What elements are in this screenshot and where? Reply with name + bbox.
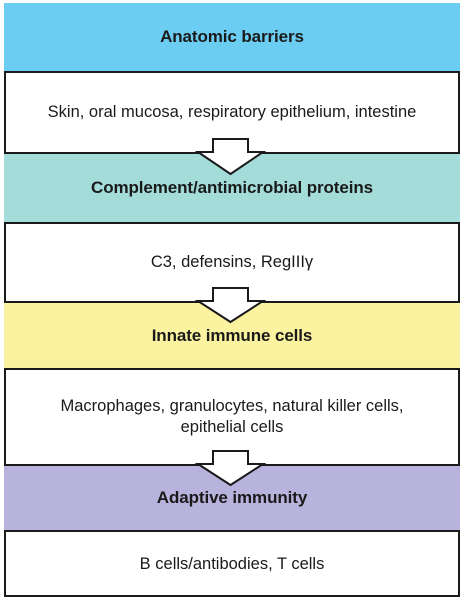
stage-examples: Macrophages, granulocytes, natural kille… — [60, 397, 404, 436]
down-arrow-icon — [194, 138, 267, 176]
stage-examples: C3, defensins, RegIIIγ — [150, 253, 314, 271]
stage-body-innate-immune-cells: Macrophages, granulocytes, natural kille… — [4, 370, 460, 464]
stage-title: Adaptive immunity — [156, 488, 308, 507]
down-arrow-icon — [194, 450, 267, 487]
stage-examples: B cells/antibodies, T cells — [139, 555, 325, 573]
stage-title: Innate immune cells — [151, 325, 313, 345]
stage-header-anatomic-barriers: Anatomic barriers — [4, 3, 460, 73]
stage-title: Complement/antimicrobial proteins — [91, 178, 373, 197]
stage-body-anatomic-barriers: Skin, oral mucosa, respiratory epitheliu… — [4, 73, 460, 152]
down-arrow-icon — [194, 287, 267, 324]
stage-body-adaptive-immunity: B cells/antibodies, T cells — [4, 532, 460, 597]
stage-body-complement-proteins: C3, defensins, RegIIIγ — [4, 224, 460, 301]
stage-examples: Skin, oral mucosa, respiratory epitheliu… — [47, 103, 417, 121]
stage-title: Anatomic barriers — [160, 27, 304, 46]
